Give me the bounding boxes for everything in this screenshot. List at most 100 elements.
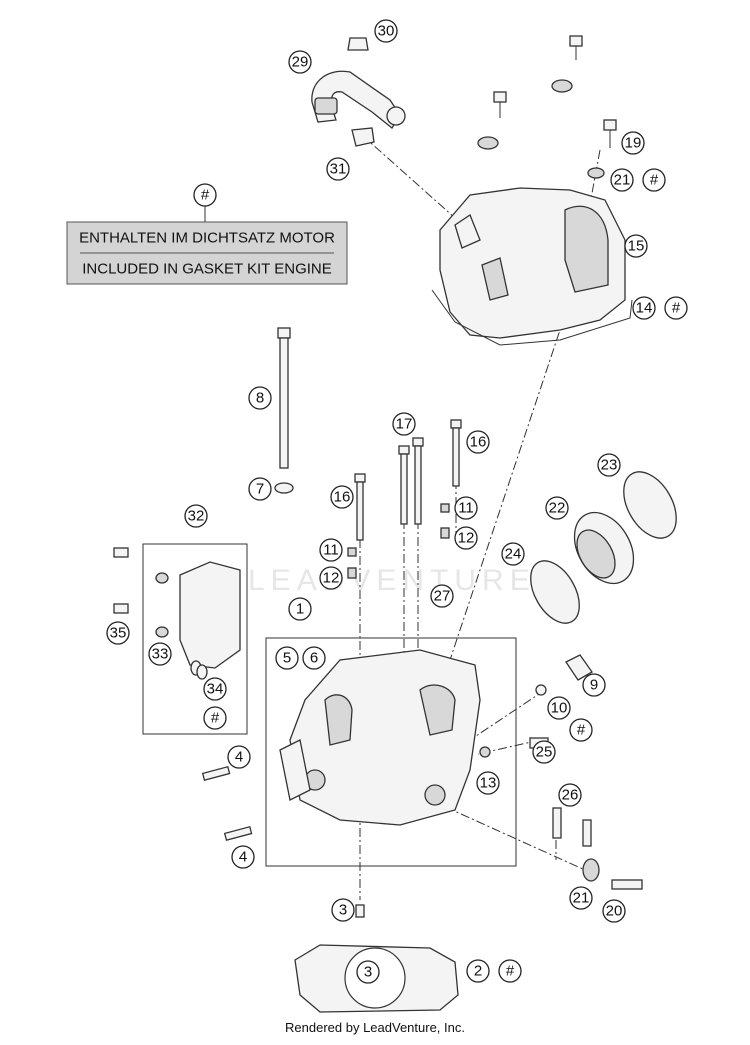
callout-circle (532, 740, 556, 764)
callout-c1: 1 (288, 597, 312, 621)
callout-circle (545, 496, 569, 520)
callout-c20: 20 (602, 899, 626, 923)
callout-c15: 15 (624, 234, 648, 258)
callout-c2: 2 (466, 959, 490, 983)
callout-circle (621, 131, 645, 155)
callout-label: 14 (636, 300, 653, 317)
callout-circle (558, 783, 582, 807)
callout-circle (466, 959, 490, 983)
callout-circle (547, 696, 571, 720)
callout-label: # (506, 963, 515, 980)
callout-label: 4 (235, 749, 243, 766)
callout-circle (602, 899, 626, 923)
callout-c23: 23 (597, 453, 621, 477)
callout-label: 12 (323, 570, 340, 587)
callout-c10_h: # (569, 718, 593, 742)
callout-c34_h: # (203, 706, 227, 730)
callout-label: 17 (396, 416, 413, 433)
callout-c2_h: # (498, 959, 522, 983)
callout-c25: 25 (532, 740, 556, 764)
callout-c16a: 16 (466, 430, 490, 454)
callout-label: 11 (323, 542, 339, 559)
callout-circle (319, 538, 343, 562)
callout-label: 12 (458, 530, 475, 547)
callout-label: 21 (614, 172, 631, 189)
callout-circle (632, 296, 656, 320)
callout-c9: 9 (582, 673, 606, 697)
callout-label: 27 (434, 588, 451, 605)
callout-label: 15 (628, 238, 645, 255)
callout-label: 34 (207, 681, 224, 698)
callout-c16b: 16 (330, 485, 354, 509)
callout-label: 19 (625, 135, 642, 152)
callout-c12a: 12 (454, 526, 478, 550)
cover-bolts (477, 35, 617, 179)
callout-label: 29 (292, 54, 309, 71)
intake-parts (530, 471, 677, 624)
callout-label: # (672, 300, 681, 317)
callout-label: # (650, 172, 659, 189)
callout-c8: 8 (248, 386, 272, 410)
callout-c35: 35 (106, 621, 130, 645)
breather-hose (311, 37, 406, 147)
callout-label: 6 (310, 650, 318, 667)
callout-label: 9 (590, 677, 598, 694)
callout-label: 33 (152, 646, 169, 663)
callout-c26: 26 (558, 783, 582, 807)
callout-circle (331, 898, 355, 922)
callout-circle (498, 959, 522, 983)
callout-label: 23 (601, 457, 618, 474)
callout-label: 2 (474, 963, 482, 980)
callout-label: 25 (536, 744, 553, 761)
callout-c17: 17 (392, 412, 416, 436)
head-bolts (274, 327, 462, 579)
callout-c13: 13 (476, 771, 500, 795)
callout-circle (642, 168, 666, 192)
callout-c24: 24 (501, 542, 525, 566)
callout-c14_h: # (664, 296, 688, 320)
callout-circle (248, 386, 272, 410)
legend-line-german: ENTHALTEN IM DICHTSATZ MOTOR (79, 230, 335, 247)
callout-circle (330, 485, 354, 509)
callout-circle (597, 453, 621, 477)
callout-circle (374, 19, 398, 43)
callout-circle (392, 412, 416, 436)
callout-label: 24 (505, 546, 522, 563)
callout-c21b: 21 (569, 886, 593, 910)
callout-circle (227, 745, 251, 769)
callout-c22: 22 (545, 496, 569, 520)
callout-c4b: 4 (231, 845, 255, 869)
callout-c27: 27 (430, 584, 454, 608)
callout-c29: 29 (288, 50, 312, 74)
callout-c3b: 3 (356, 960, 380, 984)
callout-circle (288, 50, 312, 74)
callout-label: # (577, 722, 586, 739)
callout-label: 3 (364, 964, 372, 981)
callout-circle (326, 157, 350, 181)
callout-circle (302, 646, 326, 670)
callout-circle (148, 642, 172, 666)
legend: ENTHALTEN IM DICHTSATZ MOTOR INCLUDED IN… (66, 206, 348, 285)
callout-c34: 34 (203, 677, 227, 701)
callout-c14: 14 (632, 296, 656, 320)
callout-c30: 30 (374, 19, 398, 43)
callout-circle (248, 477, 272, 501)
callout-c6: 6 (302, 646, 326, 670)
callout-label: 3 (339, 902, 347, 919)
callout-c12b: 12 (319, 566, 343, 590)
callout-c19: 19 (621, 131, 645, 155)
callout-label: 16 (334, 489, 351, 506)
callout-label: 16 (470, 434, 487, 451)
callout-label: 8 (256, 390, 264, 407)
callout-c11b: 11 (319, 538, 343, 562)
callout-circle (501, 542, 525, 566)
callout-label: 4 (239, 849, 247, 866)
callout-label: 11 (458, 500, 474, 517)
footer-credit: Rendered by LeadVenture, Inc. (285, 1020, 465, 1035)
callout-circle (231, 845, 255, 869)
callout-c4a: 4 (227, 745, 251, 769)
callout-label: 22 (549, 500, 566, 517)
callout-label: # (211, 710, 220, 727)
callout-c32: 32 (184, 504, 208, 528)
